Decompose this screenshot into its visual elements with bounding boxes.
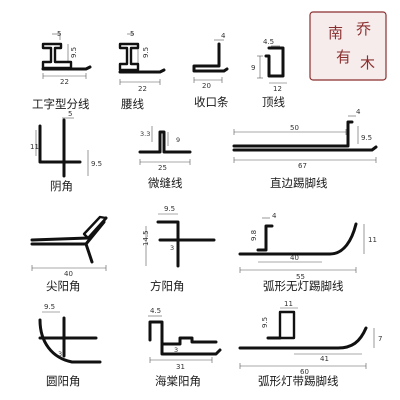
dim-height: 9 (251, 64, 255, 72)
dim-height: 14.5 (142, 230, 150, 246)
inside-corner-drawing: 5 11 9.5 (30, 110, 102, 178)
profile-square-corner: 9.5 14.5 3 方阳角 (142, 205, 216, 293)
seal-char-2: 乔 (356, 20, 371, 38)
waist-line-drawing: 5 9.5 22 (118, 30, 166, 93)
profile-waist-line: 5 9.5 22 腰线 (118, 30, 166, 111)
dim-rise: 11 (368, 236, 377, 244)
profile-round-corner: 9.5 3 圆阳角 (38, 303, 102, 388)
label-micro-seam: 微缝线 (148, 176, 183, 190)
profile-curved-skirting: 4 9.8 40 55 11 弧形无灯踢脚线 (238, 212, 377, 293)
dim-inner-width: 40 (290, 254, 299, 262)
dim-right: 9.5 (91, 160, 102, 168)
dim-lip: 4.5 (263, 38, 274, 46)
seal-char-3: 有 (336, 48, 351, 66)
sharp-corner-drawing: 40 (30, 215, 108, 278)
dim-top: 5 (68, 110, 72, 118)
dim-top: 11 (284, 300, 293, 308)
i-divider-drawing: 5 9.5 22 (41, 30, 92, 86)
dim-height: 9.8 (250, 230, 258, 241)
label-i-divider: 工字型分线 (32, 97, 90, 111)
led-skirting-drawing: 11 9.5 41 60 7 (238, 300, 382, 376)
dim-rise: 7 (378, 335, 382, 343)
label-begonia-corner: 海棠阳角 (155, 374, 201, 388)
dim-height: 9 (176, 136, 180, 144)
micro-seam-drawing: 3.3 9 25 (138, 126, 192, 172)
label-waist-line: 腰线 (121, 97, 144, 111)
label-inside-corner: 阴角 (50, 179, 73, 193)
profile-inside-corner: 5 11 9.5 阴角 (30, 110, 102, 193)
dim-width: 31 (176, 363, 185, 371)
label-top-line: 顶线 (262, 95, 285, 109)
straight-skirting-drawing: 50 4 9.5 67 (232, 108, 378, 170)
profile-edge-trim: 4 20 收口条 (192, 32, 229, 109)
top-line-drawing: 4.5 9 12 (251, 38, 287, 93)
dim-total-width: 60 (300, 368, 309, 376)
label-led-skirting: 弧形灯带踢脚线 (258, 374, 339, 388)
dim-lip: 4 (356, 108, 361, 116)
label-edge-trim: 收口条 (194, 95, 229, 109)
dim-height: 9.5 (261, 317, 269, 328)
profile-straight-skirting: 50 4 9.5 67 直边踢脚线 (232, 108, 378, 190)
led-channel (278, 310, 296, 340)
dim-gap: 3 (58, 350, 62, 358)
dim-width: 40 (64, 270, 73, 278)
dim-inner-width: 50 (290, 124, 299, 132)
profile-micro-seam: 3.3 9 25 微缝线 (138, 126, 192, 190)
round-corner-drawing: 9.5 3 (38, 303, 102, 364)
dim-height: 9.5 (70, 47, 78, 58)
square-corner-drawing: 9.5 14.5 3 (142, 205, 216, 268)
label-sharp-corner: 尖阳角 (46, 279, 81, 293)
edge-trim-drawing: 4 20 (192, 32, 229, 90)
dim-lip: 4 (272, 212, 277, 220)
seal-char-1: 南 (328, 24, 343, 42)
label-straight-skirting: 直边踢脚线 (270, 176, 328, 190)
seal-char-4: 木 (360, 54, 375, 72)
dim-gap: 3 (174, 346, 178, 354)
dim-width-base: 22 (60, 78, 69, 86)
dim-width: 9.5 (44, 303, 55, 311)
dim-height: 9.5 (142, 47, 150, 58)
dim-width: 25 (158, 164, 167, 172)
dim-width: 9.5 (164, 205, 175, 213)
dim-width: 20 (202, 82, 211, 90)
profile-sharp-corner: 40 尖阳角 (30, 215, 108, 293)
dim-inner-width: 41 (320, 355, 329, 363)
dim-height: 4 (221, 32, 226, 40)
curved-skirting-drawing: 4 9.8 40 55 11 (238, 212, 377, 281)
dim-gap: 3.3 (140, 130, 150, 138)
dim-gap: 3 (170, 244, 174, 252)
profile-i-divider: 5 9.5 22 工字型分线 (32, 30, 92, 111)
label-square-corner: 方阳角 (150, 279, 185, 293)
dim-width: 12 (273, 85, 282, 93)
seal-border (309, 11, 387, 81)
dim-width-top: 5 (57, 30, 61, 38)
dim-height: 9.5 (361, 134, 372, 142)
label-curved-skirting: 弧形无灯踢脚线 (263, 279, 344, 293)
dim-top: 4.5 (150, 307, 161, 315)
label-round-corner: 圆阳角 (46, 374, 81, 388)
dim-width-top: 5 (130, 30, 134, 38)
profile-led-skirting: 11 9.5 41 60 7 弧形灯带踢脚线 (238, 300, 382, 388)
dim-total-width: 55 (296, 273, 305, 281)
dim-left: 11 (30, 143, 39, 151)
dim-total-width: 67 (298, 162, 307, 170)
dim-width-base: 22 (138, 85, 147, 93)
profile-top-line: 4.5 9 12 顶线 (251, 38, 287, 109)
seal-stamp: 南 乔 有 木 (309, 11, 387, 81)
profile-begonia-corner: 4.5 3 31 海棠阳角 (148, 307, 222, 388)
begonia-corner-drawing: 4.5 3 31 (148, 307, 222, 371)
